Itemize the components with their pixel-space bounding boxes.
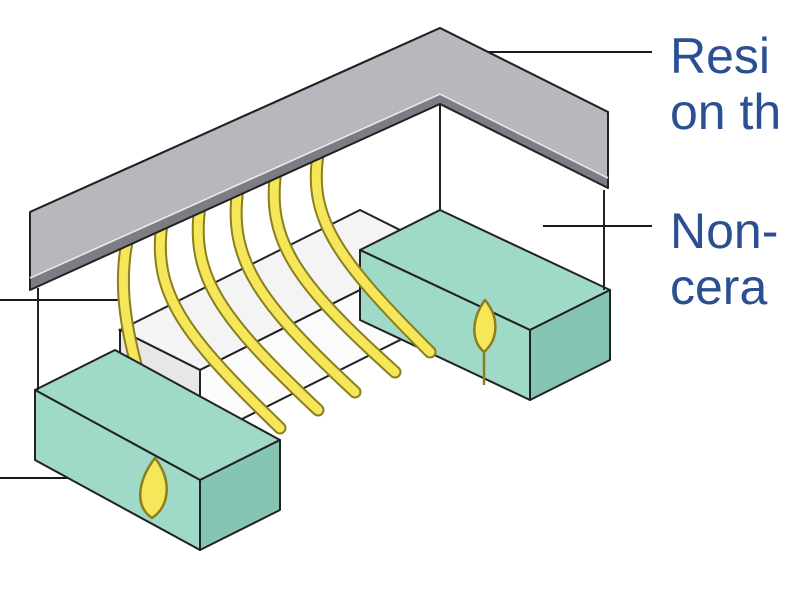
winding-4 <box>193 201 323 415</box>
electrode-left-side <box>199 439 281 551</box>
solder-terminal-right <box>473 298 497 385</box>
resin-label-line1: Resi <box>670 28 771 84</box>
resin-label-line2: on th <box>670 84 782 140</box>
ceramic-core-label: Non- cera <box>670 203 778 315</box>
winding-3 <box>231 183 360 397</box>
winding-5 <box>155 219 285 433</box>
resin-top-coat <box>29 27 609 291</box>
winding-2 <box>269 165 400 377</box>
ceramic-label-line2: cera <box>670 259 768 315</box>
resin-coating-label: Resi on th <box>670 28 781 140</box>
electrode-left <box>34 349 281 551</box>
ceramic-label-line1: Non- <box>670 203 779 259</box>
support-posts <box>37 105 605 390</box>
solder-terminal-left <box>139 456 168 520</box>
winding-1 <box>311 150 435 357</box>
electrode-right <box>359 209 611 401</box>
electrode-right-side <box>529 289 611 401</box>
